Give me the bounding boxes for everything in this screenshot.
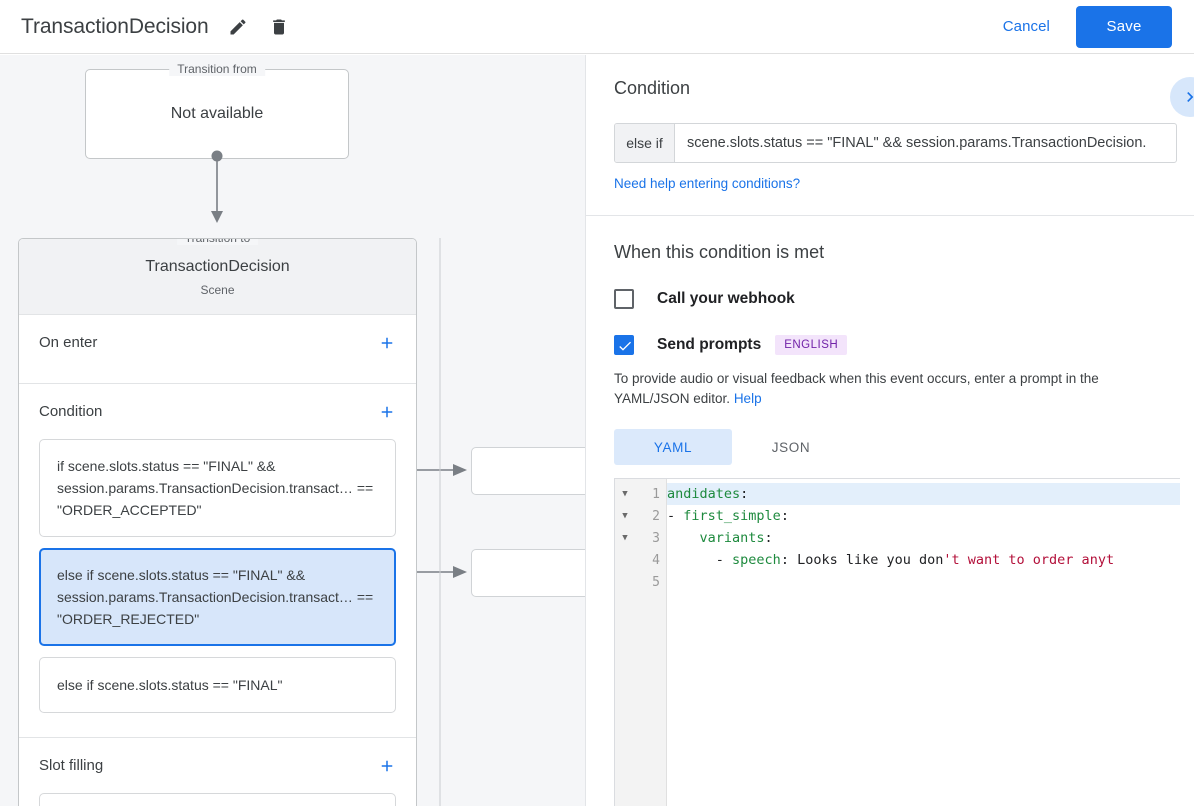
code-token: variants — [699, 530, 765, 546]
editor-line-number: 4 — [652, 552, 660, 568]
section-on-enter: On enter — [19, 315, 416, 384]
transition-to-card: Transition to TransactionDecision Scene … — [18, 238, 417, 806]
section-header: Condition — [19, 384, 416, 439]
editor-gutter-line: 5 — [615, 571, 666, 593]
code-token: : — [780, 552, 798, 568]
section-condition: Condition if scene.slots.status == "FINA… — [19, 384, 416, 738]
page-title: TransactionDecision — [21, 14, 209, 38]
condition-list-item[interactable]: if scene.slots.status == "FINAL" && sess… — [39, 439, 396, 537]
tab-yaml[interactable]: YAML — [614, 429, 732, 465]
condition-detail-panel: Condition else if Need help entering con… — [586, 55, 1194, 216]
send-prompts-description-text: To provide audio or visual feedback when… — [614, 371, 1099, 406]
editor-code-area[interactable]: andidates:- first_simple: variants: - sp… — [667, 479, 1180, 806]
send-prompts-label[interactable]: Send prompts — [657, 336, 762, 353]
save-button[interactable]: Save — [1076, 5, 1172, 48]
editor-code-line: variants: — [667, 527, 1180, 549]
delete-button[interactable] — [264, 12, 294, 42]
pencil-icon — [230, 18, 246, 34]
transition-from-box[interactable]: Transition from Not available — [85, 62, 349, 159]
editor-line-number: 3 — [652, 530, 660, 546]
section-title: Slot filling — [39, 757, 104, 774]
collapse-panel-button[interactable] — [1170, 77, 1194, 117]
plus-icon — [381, 337, 393, 348]
scene-header[interactable]: TransactionDecision Scene — [19, 239, 416, 315]
transition-to-legend: Transition to — [176, 239, 259, 245]
editor-code-line: - speech: Looks like you don't want to o… — [667, 549, 1180, 571]
code-token: - — [667, 552, 733, 568]
edit-title-button[interactable] — [223, 12, 253, 42]
scene-graph-pane: Transition from Not available Transition… — [0, 55, 585, 806]
send-prompts-description: To provide audio or visual feedback when… — [614, 369, 1174, 409]
fold-toggle-icon[interactable]: ▼ — [622, 489, 628, 499]
fold-toggle-icon[interactable]: ▼ — [622, 511, 628, 521]
transition-from-legend: Transition from — [169, 62, 265, 76]
call-webhook-checkbox[interactable] — [614, 289, 634, 309]
send-prompts-help-link[interactable]: Help — [733, 391, 762, 406]
code-token: Looks like you don — [797, 552, 944, 568]
call-webhook-label[interactable]: Call your webhook — [657, 290, 795, 307]
add-condition-button[interactable] — [372, 397, 402, 427]
when-condition-met-panel: When this condition is met Call your web… — [586, 216, 1194, 806]
cancel-button[interactable]: Cancel — [991, 10, 1062, 43]
slot-validation-item[interactable]: Slot validation — [39, 793, 396, 806]
target-box[interactable] — [471, 549, 585, 597]
editor-gutter-line: ▼1 — [615, 483, 666, 505]
condition-prefix: else if — [615, 124, 675, 162]
check-icon — [619, 341, 631, 351]
editor-line-number: 2 — [652, 508, 660, 524]
editor-code-line: andidates: — [667, 483, 1180, 505]
fold-toggle-icon[interactable]: ▼ — [622, 533, 628, 543]
section-header: On enter — [19, 315, 416, 370]
code-token: first_simple — [683, 508, 781, 524]
editor-line-number: 1 — [652, 486, 660, 502]
code-token — [667, 530, 700, 546]
when-condition-met-title: When this condition is met — [614, 242, 825, 262]
body: Transition from Not available Transition… — [0, 55, 1194, 806]
condition-input[interactable] — [675, 124, 1176, 162]
tab-json[interactable]: JSON — [771, 439, 811, 455]
plus-icon — [381, 406, 393, 417]
send-prompts-checkbox[interactable] — [614, 335, 634, 355]
section-header: Slot filling — [19, 738, 416, 793]
scene-kind: Scene — [200, 283, 235, 297]
editor-code-line: - first_simple: — [667, 505, 1180, 527]
send-prompts-row: Send prompts ENGLISH — [614, 335, 1170, 355]
editor-gutter-line: 4 — [615, 549, 666, 571]
condition-help-link[interactable]: Need help entering conditions? — [614, 176, 801, 191]
code-token: : — [764, 530, 773, 546]
editor-gutter-line: ▼2 — [615, 505, 666, 527]
webhook-row: Call your webhook — [614, 289, 1170, 309]
condition-input-row: else if — [614, 123, 1177, 163]
add-slot-filling-button[interactable] — [372, 751, 402, 781]
section-slot-filling: Slot filling Slot validation — [19, 738, 416, 806]
editor-line-number: 5 — [652, 574, 660, 590]
plus-icon — [381, 760, 393, 771]
language-badge: ENGLISH — [775, 335, 848, 355]
condition-panel-title: Condition — [614, 78, 691, 98]
trash-icon — [272, 19, 285, 34]
target-box[interactable] — [471, 447, 585, 495]
editor-gutter-line: ▼3 — [615, 527, 666, 549]
chevron-right-icon — [1187, 92, 1194, 102]
condition-list-item[interactable]: else if scene.slots.status == "FINAL" — [39, 657, 396, 713]
section-title: Condition — [39, 403, 103, 420]
condition-list-item-selected[interactable]: else if scene.slots.status == "FINAL" &&… — [39, 548, 396, 646]
add-on-enter-button[interactable] — [372, 328, 402, 358]
code-token: : — [780, 508, 789, 524]
scene-name: TransactionDecision — [145, 258, 290, 275]
code-token: : — [740, 486, 749, 502]
code-token: speech — [732, 552, 781, 568]
editor-code-line — [667, 571, 1180, 593]
editor-format-tabs: YAML JSON — [614, 429, 1170, 465]
app-header: TransactionDecision Cancel Save — [0, 0, 1194, 54]
detail-pane: Condition else if Need help entering con… — [585, 55, 1194, 806]
transition-from-value: Not available — [170, 105, 264, 122]
code-token: - — [667, 508, 684, 524]
code-token: 't want to order anyt — [943, 552, 1115, 568]
section-title: On enter — [39, 334, 98, 351]
code-token: andidates — [667, 486, 741, 502]
